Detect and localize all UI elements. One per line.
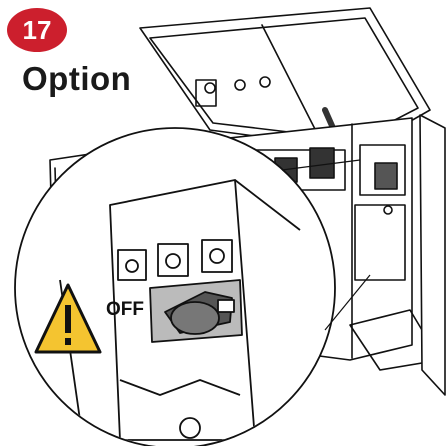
terminal-1 [117,249,147,281]
right-door [419,114,446,396]
step-number-badge: 17 [7,8,67,52]
terminal-2 [157,243,189,277]
switch-state-label: OFF [106,299,144,320]
terminal-3 [201,239,233,273]
magnified-callout [14,127,371,446]
step-label: Option [22,60,132,97]
warning-triangle-icon [34,283,102,354]
